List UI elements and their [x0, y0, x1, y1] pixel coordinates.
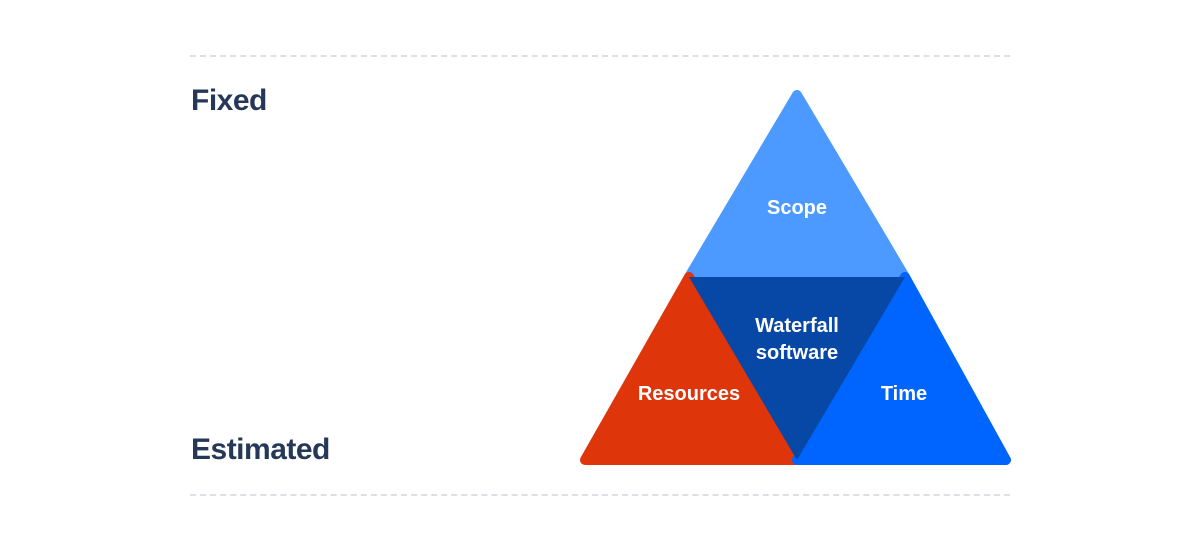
center-triangle: [689, 277, 905, 460]
top-divider: [190, 55, 1010, 57]
bottom-divider: [190, 494, 1010, 496]
center-label-line1: Waterfall: [755, 315, 839, 337]
resources-label: Resources: [638, 383, 740, 405]
fixed-label: Fixed: [191, 84, 267, 117]
scope-label: Scope: [767, 197, 827, 219]
center-label-line2: software: [756, 342, 838, 364]
time-label: Time: [881, 383, 927, 405]
estimated-label: Estimated: [191, 433, 330, 466]
scope-triangle: [684, 90, 910, 282]
